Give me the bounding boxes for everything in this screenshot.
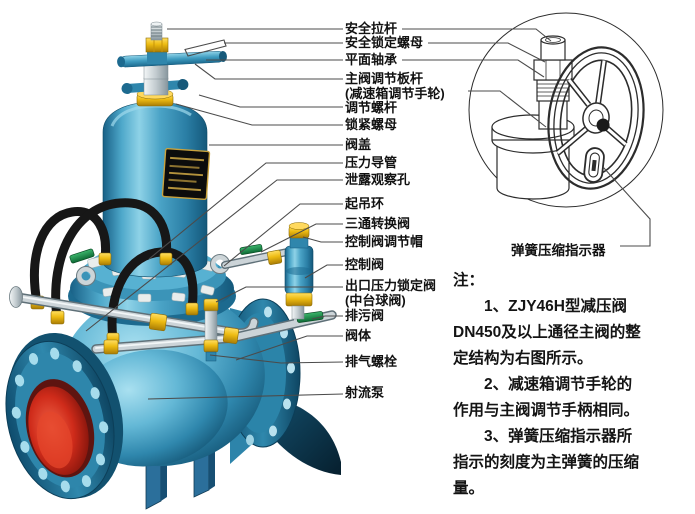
note-item-1: 1、ZJY46H型减压阀 DN450及以上通径主阀的整 定结构为右图所示。: [453, 298, 641, 367]
handwheel: [547, 46, 645, 190]
safety-pull-rod-shape: [150, 23, 163, 41]
inset-circle: [468, 12, 664, 208]
valve-illustration: [5, 21, 341, 510]
callout-valve-body: 阀体: [345, 328, 372, 343]
t-handle: [117, 50, 227, 68]
callout-lifting-ring: 起吊环: [345, 196, 385, 211]
inlet-flange: [5, 333, 124, 500]
leader-lines: [85, 28, 651, 400]
valve-handles: [69, 244, 324, 323]
callout-leak-observation-hole: 泄露观察孔: [345, 172, 411, 187]
callout-main-valve-adjust-lever: 主阀调节板杆 (减速箱调节手轮): [345, 71, 445, 101]
lifting-ring-left: [76, 266, 96, 286]
callout-lock-nut: 锁紧螺母: [345, 117, 398, 132]
pipe-unions: [103, 249, 283, 355]
callout-jet-pump: 射流泵: [345, 385, 385, 400]
outlet-pressure-lock-valve-shape: [203, 298, 219, 362]
callout-flat-bearing: 平面轴承: [345, 52, 398, 67]
callout-safety-pull-rod: 安全拉杆: [345, 21, 398, 36]
control-valve-shape: [284, 222, 314, 320]
notes-heading: 注：: [453, 272, 485, 289]
callout-drain-valve: 排污阀: [345, 308, 385, 323]
spring-compression-indicator: [583, 147, 605, 183]
nameplate: [161, 147, 211, 201]
callout-safety-lock-nut: 安全锁定螺母: [345, 35, 424, 50]
inset-detail: [468, 12, 664, 208]
pressure-hoses: [29, 198, 198, 345]
note-item-3: 3、弹簧压缩指示器所 指示的刻度为主弹簧的压缩 量。: [453, 428, 640, 497]
callout-three-way-switch-valve: 三通转换阀: [345, 216, 411, 231]
callout-control-valve: 控制阀: [345, 257, 385, 272]
callout-outlet-pressure-lock-valve: 出口压力锁定阀 (中台球阀): [345, 278, 437, 308]
callout-pressure-conduit: 压力导管: [345, 155, 398, 170]
inset-caption: 弹簧压缩指示器: [511, 243, 606, 258]
callout-exhaust-bolt: 排气螺栓: [345, 354, 398, 369]
callout-adjust-screw: 调节螺杆: [345, 100, 398, 115]
notes: 注： 1、ZJY46H型减压阀 DN450及以上通径主阀的整 定结构为右图所示。…: [453, 268, 641, 502]
exhaust-bolt-shape: [205, 351, 217, 362]
callout-valve-bonnet: 阀盖: [345, 137, 372, 152]
note-item-2: 2、减速箱调节手轮的 作用与主阀调节手柄相同。: [453, 376, 640, 419]
callout-control-valve-adjust-cap: 控制阀调节帽: [345, 234, 424, 249]
top-assembly: [117, 21, 227, 107]
